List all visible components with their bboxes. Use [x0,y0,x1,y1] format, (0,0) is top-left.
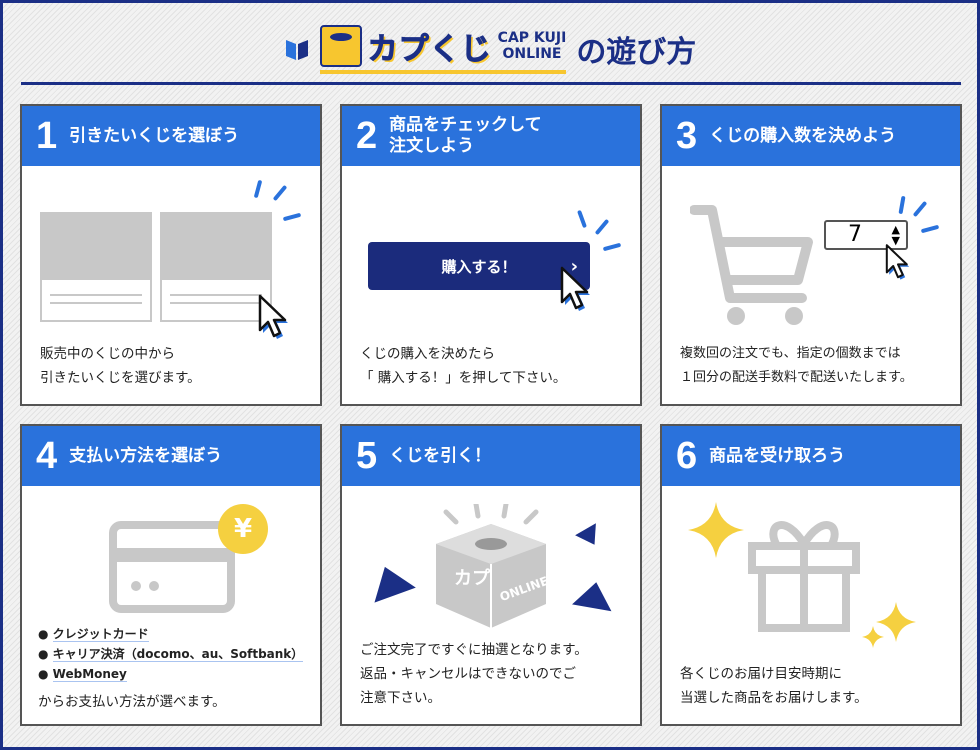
step-title: くじの購入数を決めよう [709,125,897,146]
cursor-icon [258,294,288,339]
capsule-cube-icon [319,25,362,67]
triangle-confetti-icon [572,578,616,612]
stepper-arrows-icon: ▲▼ [891,223,900,247]
credit-card-icon [109,521,235,613]
step-desc-line: 当選した商品をお届けします。 [680,690,868,706]
step-desc: からお支払い方法が選べます。 [38,694,226,710]
sparkle-icon [876,602,916,642]
step-header: 5 くじを引く！ [342,426,640,486]
step-desc-line: 返品・キャンセルはできないのでご [360,666,576,682]
triangle-confetti-icon [364,559,416,603]
svg-text:カプ: カプ [454,567,491,589]
logo-en-line1: CAP KUJI [497,30,567,46]
step-number: 5 [356,434,378,477]
book-icon [285,40,308,60]
yen-symbol: ¥ [233,514,253,544]
step-header: 2 商品をチェックして注文しよう [342,106,640,166]
step-card-2: 2 商品をチェックして注文しよう 購入する！ › くじの購入を決めたら「 購入する！… [340,104,642,406]
step-number: 1 [36,114,58,157]
step-title: 支払い方法を選ぼう [69,445,223,466]
step-title: 商品をチェックして注文しよう [389,115,542,157]
gift-icon [748,521,860,632]
step-header: 1 引きたいくじを選ぼう [22,106,320,166]
triangle-confetti-icon [575,523,605,551]
step-number: 3 [676,114,698,157]
step-card-1: 1 引きたいくじを選ぼう 販売中のくじの中から引きたいくじを選びます。 [20,104,322,406]
logo-en-line2: ONLINE [502,46,562,62]
step-header: 4 支払い方法を選ぼう [22,426,320,486]
step-title-line: 商品をチェックして [389,115,542,135]
kuji-thumbnail [160,212,272,322]
step-desc-line: くじの購入を決めたら [360,346,495,362]
sparkle-icon [862,626,884,648]
step-card-6: 6 商品を受け取ろう 各くじのお届け目安時期に当選した商品をお届けします。 [660,424,962,726]
step-card-4: 4 支払い方法を選ぼう ¥ ● クレジットカード ● キャリア決済（docomo、… [20,424,322,726]
step-card-3: 3 くじの購入数を決めよう 7 ▲▼ 複数回の注文でも、指定の個数までは １回分の配送… [660,104,962,406]
purchase-button-illustration: 購入する！ › [368,242,590,290]
cursor-icon [560,266,590,311]
payment-method-item: クレジットカード [52,627,149,642]
chevron-right-icon: › [570,255,578,277]
cursor-icon [885,244,910,280]
cart-icon [690,205,813,325]
yen-coin-icon: ¥ [218,504,268,554]
step-desc-line: 複数回の注文でも、指定の個数までは [680,346,901,361]
payment-method-item: WebMoney [52,667,127,682]
step-header: 3 くじの購入数を決めよう [662,106,960,166]
purchase-button-label: 購入する！ [441,257,517,276]
logo-kana: カプくじ [367,32,492,68]
step-number: 6 [676,434,698,477]
quantity-stepper: 7 ▲▼ [824,220,908,250]
kuji-thumbnail [40,212,152,322]
step-title: くじを引く！ [389,445,492,466]
step-desc-line: ご注文完了ですぐに抽選となります。 [360,642,588,658]
step-title: 引きたいくじを選ぼう [69,125,240,146]
payment-method-item: キャリア決済（docomo、au、Softbank） [52,647,304,662]
step-desc-line: 引きたいくじを選びます。 [40,370,201,386]
step-title: 商品を受け取ろう [709,445,846,466]
step-header: 6 商品を受け取ろう [662,426,960,486]
quantity-value: 7 [848,222,862,247]
step-desc-line: 注意下さい。 [360,690,441,706]
step-desc-line: １回分の配送手数料で配送いたします。 [680,370,913,385]
step-desc-line: 各くじのお届け目安時期に [680,666,842,682]
step-number: 2 [356,114,378,157]
payment-methods-list: ● クレジットカード ● キャリア決済（docomo、au、Softbank） … [38,627,304,682]
title-suffix: の遊び方 [576,35,697,70]
title-divider [21,82,961,85]
step-desc-line: 販売中のくじの中から [40,346,175,362]
step-title-line: 注文しよう [389,136,475,156]
step-desc-line: 「 購入する！」を押して下さい。 [360,370,567,386]
sparkle-icon [688,502,744,558]
step-number: 4 [36,434,58,477]
